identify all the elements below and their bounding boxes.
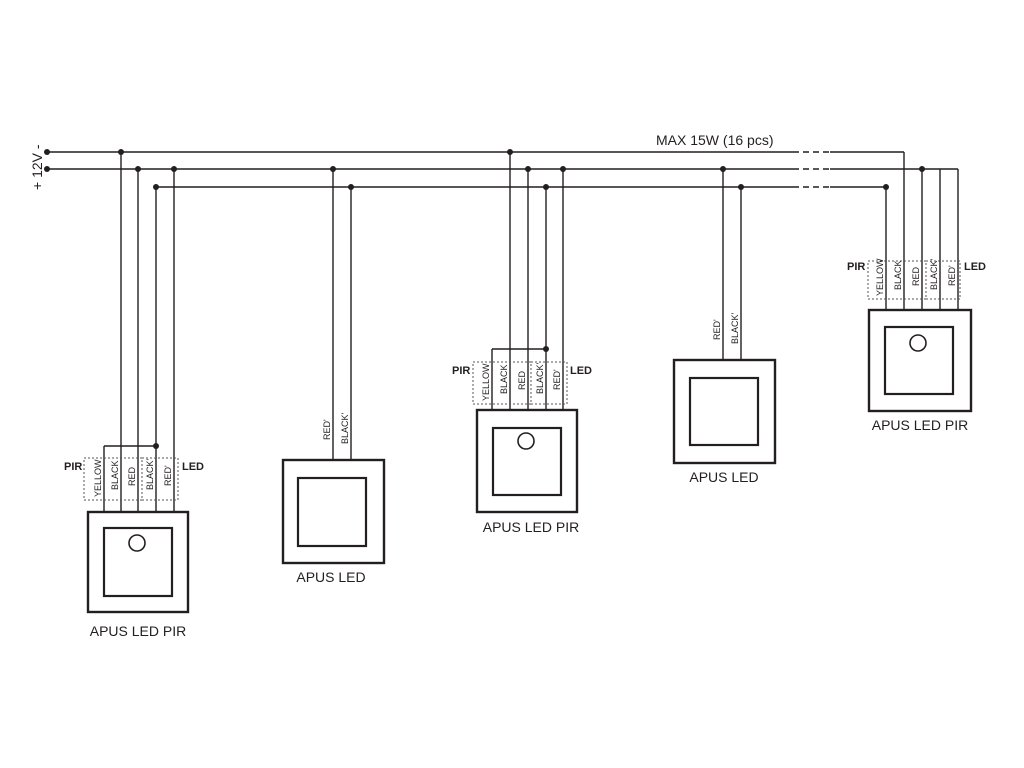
device-name: APUS LED PIR	[90, 623, 186, 639]
wire-label-red: RED	[127, 466, 137, 486]
wire-label-red: RED	[517, 370, 527, 390]
pir-sensor	[517, 432, 535, 450]
fixture-frame	[86, 510, 190, 614]
wire-label-red-prime: RED'	[322, 419, 332, 440]
device-apus-led-pir-3: PIR LED YELLOW BLACK RED BLACK' RED' APU…	[847, 152, 986, 433]
wire-label-yellow: YELLOW	[93, 459, 103, 497]
wire-label-black-prime: BLACK'	[145, 458, 155, 490]
fixture-inner	[883, 325, 955, 396]
wire-label-black-prime: BLACK'	[535, 362, 545, 394]
fixture-frame	[281, 458, 386, 565]
device-name: APUS LED	[689, 469, 758, 485]
device-apus-led-2: RED' BLACK' APUS LED	[672, 166, 777, 485]
pir-connector	[83, 457, 143, 501]
wire-label-yellow: YELLOW	[875, 258, 885, 296]
fixture-frame	[475, 408, 579, 514]
wire-label-red-prime: RED'	[947, 265, 957, 286]
bus-terminal-1	[44, 149, 50, 155]
wire-label-yellow: YELLOW	[481, 363, 491, 401]
pir-connector	[472, 361, 532, 405]
max-label: MAX 15W (16 pcs)	[656, 132, 773, 148]
bus-lines	[44, 149, 958, 188]
fixture-inner	[688, 376, 760, 447]
wire-label-black: BLACK	[110, 460, 120, 490]
wire-label-black-prime: BLACK'	[730, 312, 740, 344]
pir-sensor	[909, 334, 927, 352]
led-label: LED	[964, 261, 986, 273]
bus-terminal-2	[44, 166, 50, 172]
wire-label-red-prime: RED'	[552, 369, 562, 390]
pir-label: PIR	[847, 261, 865, 273]
led-connector	[925, 260, 961, 300]
device-apus-led-pir-2: PIR LED YELLOW BLACK RED BLACK' RED' APU…	[452, 149, 592, 535]
device-name: APUS LED	[296, 569, 365, 585]
led-connector	[141, 457, 179, 501]
fixture-frame	[672, 358, 777, 465]
wire-label-black: BLACK	[499, 364, 509, 394]
led-connector	[530, 361, 568, 405]
led-label: LED	[182, 461, 204, 473]
pir-label: PIR	[452, 365, 470, 377]
fixture-inner	[491, 426, 563, 497]
fixture-inner	[296, 476, 368, 548]
pir-sensor	[128, 534, 146, 552]
wire-label-red-prime: RED'	[712, 319, 722, 340]
device-name: APUS LED PIR	[483, 519, 579, 535]
fixture-inner	[102, 526, 174, 598]
wire-label-red-prime: RED'	[163, 465, 173, 486]
wire-label-black-prime: BLACK'	[929, 258, 939, 290]
wire-label-black-prime: BLACK'	[340, 412, 350, 444]
fixture-frame	[867, 308, 973, 413]
device-apus-led-pir-1: PIR LED YELLOW BLACK RED BLACK' RED' APU…	[64, 149, 204, 639]
pir-label: PIR	[64, 461, 82, 473]
device-apus-led-1: RED' BLACK' APUS LED	[281, 166, 386, 585]
led-label: LED	[570, 365, 592, 377]
wire-label-black: BLACK	[893, 260, 903, 290]
wire-label-red: RED	[911, 266, 921, 286]
device-name: APUS LED PIR	[872, 417, 968, 433]
supply-label: + 12V -	[29, 144, 45, 190]
